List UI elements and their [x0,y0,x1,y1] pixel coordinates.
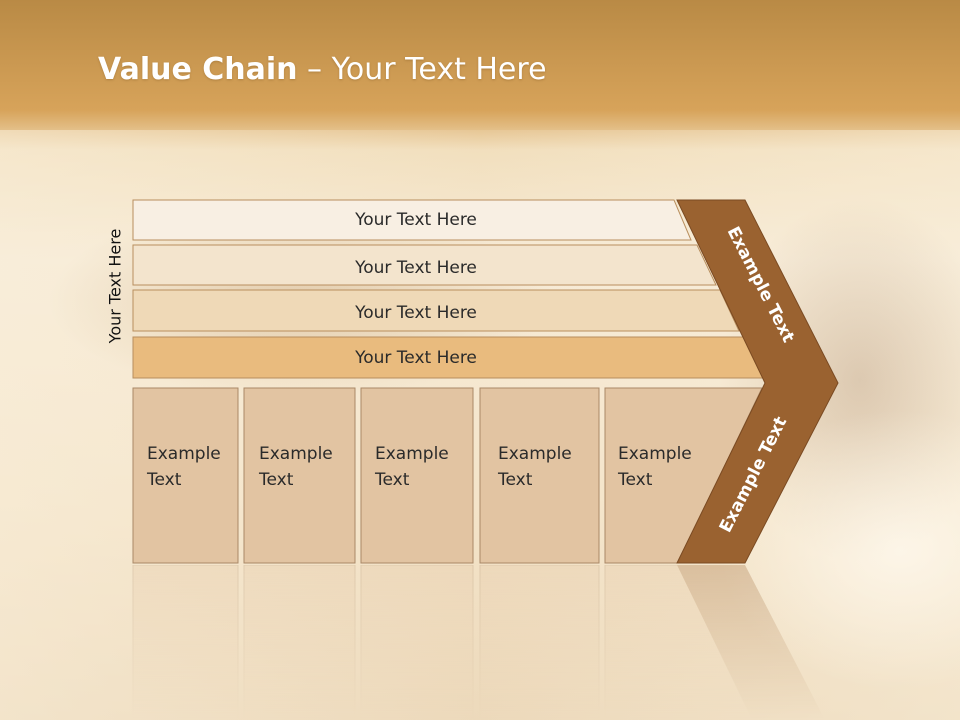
primary-block[interactable]: Example Text [360,387,474,564]
diagram-reflection [132,564,826,720]
support-bar-label: Your Text Here [354,303,477,323]
slide-title: Value Chain – Your Text Here [98,52,547,87]
primary-block-line2: Text [617,470,653,490]
support-bar-label: Your Text Here [354,210,477,230]
support-bar[interactable]: Your Text Here [132,336,764,379]
primary-block-line1: Example [618,444,692,464]
title-rest: – Your Text Here [297,52,547,87]
support-bar[interactable]: Your Text Here [132,199,692,241]
primary-block-line2: Text [146,470,182,490]
support-activities: Your Text Here Your Text Here Your Text … [132,199,764,379]
primary-block-line1: Example [259,444,333,464]
primary-block-line2: Text [497,470,533,490]
support-bar-label: Your Text Here [354,258,477,278]
primary-block[interactable]: Example Text [479,387,600,564]
support-bar[interactable]: Your Text Here [132,244,717,286]
support-bar-label: Your Text Here [354,348,477,368]
primary-block-line1: Example [498,444,572,464]
primary-block[interactable]: Example Text [132,387,239,564]
primary-block[interactable]: Example Text [243,387,356,564]
primary-block-line2: Text [374,470,410,490]
support-bar[interactable]: Your Text Here [132,289,740,332]
primary-block-line1: Example [147,444,221,464]
title-bold: Value Chain [98,52,298,87]
primary-block-line1: Example [375,444,449,464]
primary-block-line2: Text [258,470,294,490]
primary-activities: Example Text Example Text Example Text E… [132,387,763,564]
